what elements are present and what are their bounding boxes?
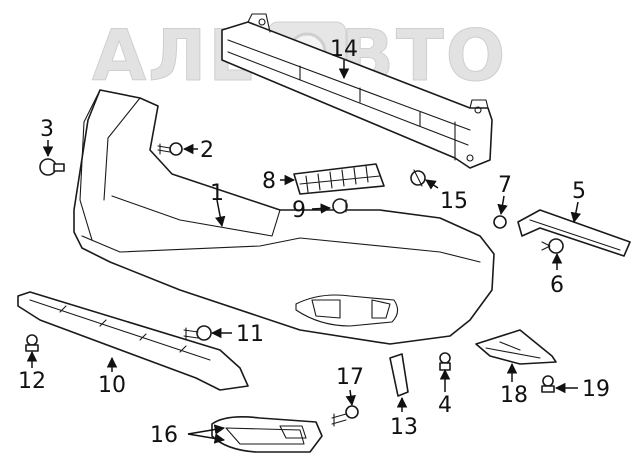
side-stay <box>517 209 631 257</box>
callout-17: 17 <box>336 365 364 390</box>
callout-14: 14 <box>330 37 358 62</box>
fastener-6 <box>541 238 564 254</box>
callout-4: 4 <box>438 393 452 418</box>
fastener-12 <box>25 334 39 352</box>
callout-19: 19 <box>582 377 610 402</box>
callout-1: 1 <box>210 181 224 206</box>
fastener-15 <box>410 169 426 187</box>
callout-2: 2 <box>200 138 214 163</box>
fastener-9 <box>332 198 348 214</box>
callout-6: 6 <box>550 273 564 298</box>
callout-11: 11 <box>236 322 264 347</box>
fastener-4 <box>439 352 451 371</box>
corner-bracket <box>475 329 557 365</box>
callout-9: 9 <box>292 198 306 223</box>
callout-15: 15 <box>440 189 468 214</box>
fastener-19 <box>541 375 555 393</box>
reflector-strip <box>389 353 409 397</box>
callout-10: 10 <box>98 373 126 398</box>
fog-lamp-cover <box>211 416 323 453</box>
callout-12: 12 <box>18 369 46 394</box>
fastener-7 <box>493 215 507 229</box>
callout-13: 13 <box>390 415 418 440</box>
fastener-17 <box>331 405 359 427</box>
fastener-2 <box>157 142 183 156</box>
callout-8: 8 <box>262 169 276 194</box>
fastener-3 <box>39 158 65 176</box>
side-bracket <box>293 163 385 195</box>
callout-18: 18 <box>500 383 528 408</box>
callout-16: 16 <box>150 423 178 448</box>
bumper-cover <box>73 89 495 345</box>
callout-3: 3 <box>40 117 54 142</box>
fastener-11 <box>183 325 212 341</box>
callout-labels: 1 2 3 4 5 6 7 8 9 10 11 12 13 14 15 16 1… <box>18 37 610 448</box>
lower-molding <box>17 291 249 391</box>
callout-5: 5 <box>572 179 586 204</box>
callout-7: 7 <box>498 173 512 198</box>
bumper-reinforcement-beam <box>221 13 493 169</box>
leader-lines <box>26 60 582 444</box>
